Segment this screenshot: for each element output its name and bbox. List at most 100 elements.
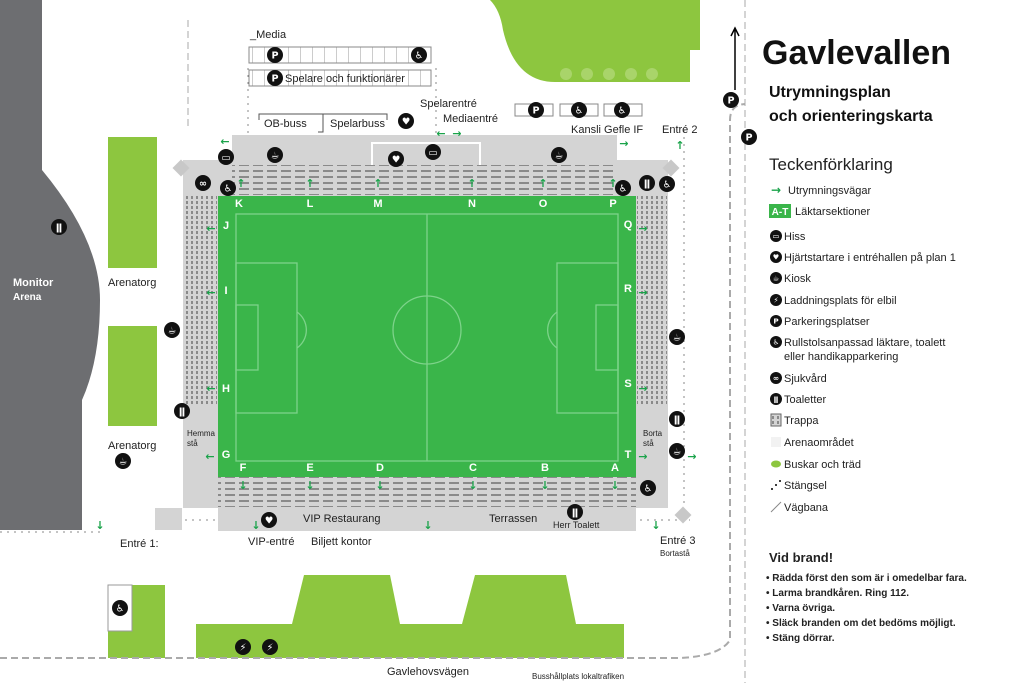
legend-item-label: Toaletter	[784, 394, 827, 406]
section-s: S	[624, 378, 631, 390]
home-stand-label-2: stå	[187, 439, 198, 448]
first-aid-icon: ∞	[195, 175, 211, 191]
svg-text:ǁ: ǁ	[179, 407, 185, 418]
exit-arrow-icon: ↓	[238, 479, 247, 492]
road-label: Gavlehovsvägen	[387, 666, 469, 678]
kiosk-icon: ☕	[669, 329, 685, 345]
section-g: G	[222, 449, 231, 461]
section-badge: A-T	[769, 204, 791, 218]
svg-text:∞: ∞	[773, 374, 779, 383]
exit-arrow-icon: ↑	[467, 177, 476, 190]
left-stand-seats	[185, 196, 217, 406]
exit-arrow-icon: ↓	[251, 519, 260, 532]
section-i: I	[224, 285, 227, 297]
exit-arrow-icon: ↓	[610, 479, 619, 492]
toilet-icon: ǁ	[174, 403, 190, 419]
stairs-icon	[770, 413, 782, 427]
wheelchair-icon: ♿	[411, 47, 427, 63]
svg-text:♥: ♥	[392, 155, 401, 166]
office-label: Kansli Gefle IF	[571, 124, 643, 136]
player-entrance-label: Spelarentré	[420, 98, 477, 110]
legend-item-label: Parkeringsplatser	[784, 316, 870, 328]
section-b: B	[541, 462, 549, 474]
exit-arrow-icon: ↓	[540, 479, 549, 492]
north-arrow-icon	[730, 26, 740, 90]
toilet-icon: ǁ	[567, 504, 583, 520]
exit-arrow-icon: ↑	[305, 177, 314, 190]
defibrillator-icon: ♥	[261, 512, 277, 528]
legend-item-label: Hjärtstartare i entréhallen på plan 1	[784, 252, 956, 264]
fire-heading: Vid brand!	[769, 550, 833, 565]
kiosk-icon: ☕	[164, 322, 180, 338]
parking-icon: P	[528, 102, 544, 118]
exit-arrow-icon: ↑	[675, 139, 684, 152]
legend-item-label: Stängsel	[784, 480, 827, 492]
exit-arrow-icon: ↑	[373, 177, 382, 190]
toilet-icon: ǁ	[770, 393, 782, 405]
svg-text:☕: ☕	[271, 151, 280, 162]
greenery-left-2	[108, 326, 157, 426]
svg-text:A-T: A-T	[772, 207, 789, 218]
exit-arrow-icon: ↓	[423, 519, 432, 532]
arenatorg-label-1: Arenatorg	[108, 277, 156, 289]
kiosk-icon: ☕	[770, 272, 782, 284]
exit-arrow-icon: ←	[205, 450, 214, 463]
wheelchair-icon: ♿	[615, 180, 631, 196]
toilet-icon: ǁ	[639, 175, 655, 191]
svg-text:♥: ♥	[402, 117, 411, 128]
svg-text:ǁ: ǁ	[56, 223, 62, 234]
section-n: N	[468, 198, 476, 210]
player-bus-label: Spelarbuss	[330, 118, 386, 130]
greenery-bottom	[196, 575, 624, 658]
section-labels-right: Q R S T	[624, 219, 633, 461]
svg-text:♿: ♿	[773, 338, 779, 347]
elevator-icon: ▭	[770, 230, 782, 242]
greenery-top	[246, 0, 700, 82]
exit-arrow-icon: ↑	[608, 177, 617, 190]
svg-text:→: →	[771, 183, 781, 197]
legend-item-label: Sjukvård	[784, 373, 827, 385]
wheelchair-icon: ♿	[614, 102, 630, 118]
section-o: O	[539, 198, 548, 210]
exit-arrow-icon: ←	[206, 286, 215, 299]
vip-entrance-label: VIP-entré	[248, 536, 294, 548]
svg-text:∞: ∞	[199, 179, 207, 190]
exit-arrow-icon: ↑	[236, 177, 245, 190]
bushes-icon	[771, 460, 781, 468]
section-h: H	[222, 383, 230, 395]
legend-item-label: Arenaområdet	[784, 437, 854, 449]
section-c: C	[469, 462, 477, 474]
legend-item-label: Utrymningsvägar	[788, 185, 871, 197]
parking-icon: P	[723, 92, 739, 108]
entrance-3-label: Entré 3	[660, 535, 695, 547]
exit-arrow-icon: ←	[220, 135, 229, 148]
wheelchair-icon: ♿	[659, 176, 675, 192]
exit-arrow-icon: →	[638, 222, 647, 235]
svg-text:ǁ: ǁ	[774, 395, 779, 404]
bus-stop-label: Busshållplats lokaltrafiken	[532, 672, 624, 681]
mens-toilet-label: Herr Toalett	[553, 520, 600, 530]
svg-text:☕: ☕	[168, 326, 177, 337]
road-icon	[770, 501, 782, 513]
legend-item-label: Läktarsektioner	[795, 206, 871, 218]
svg-text:ǁ: ǁ	[572, 508, 578, 519]
section-f: F	[240, 462, 247, 474]
wheelchair-icon: ♿	[112, 600, 128, 616]
section-m: M	[373, 198, 382, 210]
svg-text:▭: ▭	[773, 232, 780, 241]
subtitle-line-1: Utrymningsplan	[769, 84, 891, 101]
section-labels-left: J I H G	[222, 220, 231, 461]
ev-charging-icon: ⚡	[262, 639, 278, 655]
svg-text:▭: ▭	[221, 153, 230, 164]
bottom-stand-seats	[218, 477, 636, 507]
kiosk-icon: ☕	[267, 147, 283, 163]
main-stand-seats	[232, 165, 617, 195]
exit-arrow-icon: →	[638, 382, 647, 395]
ticket-office-label: Biljett kontor	[311, 536, 372, 548]
exit-arrow-icon: ↑	[538, 177, 547, 190]
svg-text:⚡: ⚡	[240, 643, 247, 654]
elevator-icon: ▭	[218, 149, 234, 165]
parking-icon: P	[741, 129, 757, 145]
section-k: K	[235, 198, 243, 210]
elevator-icon: ▭	[425, 144, 441, 160]
